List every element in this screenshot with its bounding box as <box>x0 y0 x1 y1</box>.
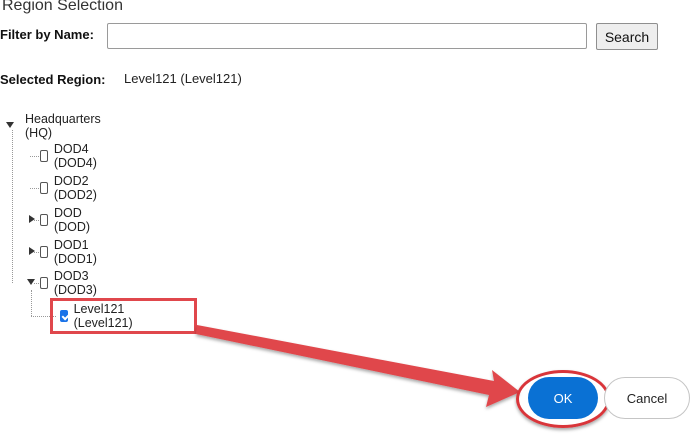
tree-connector <box>34 252 39 253</box>
filter-name-input[interactable] <box>107 23 587 49</box>
dialog-title: Region Selection <box>2 0 123 14</box>
collapsed-triangle-icon[interactable] <box>28 215 36 223</box>
collapsed-triangle-icon[interactable] <box>28 247 36 255</box>
tree-node-label: Level121 (Level121) <box>73 302 133 330</box>
tree-node-dod[interactable]: DOD (DOD) <box>40 206 94 234</box>
checkbox[interactable] <box>40 182 48 194</box>
tree-connector <box>31 316 56 317</box>
cancel-button[interactable]: Cancel <box>604 377 690 419</box>
tree-node-level121[interactable]: Level121 (Level121) <box>60 302 137 330</box>
expanded-triangle-icon[interactable] <box>6 121 14 129</box>
tree-node-dod4[interactable]: DOD4 (DOD4) <box>40 142 101 170</box>
selected-region-label: Selected Region: <box>0 72 106 87</box>
checkbox[interactable] <box>40 214 48 226</box>
checkbox[interactable] <box>40 150 48 162</box>
expanded-triangle-icon[interactable] <box>27 278 35 286</box>
tree-node-dod3[interactable]: DOD3 (DOD3) <box>40 269 101 297</box>
tree-node-dod2[interactable]: DOD2 (DOD2) <box>40 174 101 202</box>
checkbox[interactable] <box>40 246 48 258</box>
tree-node-label: DOD2 (DOD2) <box>53 174 97 202</box>
search-button[interactable]: Search <box>596 23 658 50</box>
annotation-highlight-box <box>50 298 197 334</box>
tree-connector <box>30 156 39 157</box>
tree-node-label: DOD (DOD) <box>53 206 91 234</box>
tree-connector <box>31 290 32 316</box>
tree-connector <box>34 220 39 221</box>
tree-node-root[interactable]: Headquarters (HQ) <box>25 112 101 140</box>
checkbox[interactable] <box>40 277 48 289</box>
tree-connector <box>12 130 13 283</box>
tree-node-label: Headquarters (HQ) <box>25 112 101 140</box>
tree-connector <box>34 283 39 284</box>
tree-node-label: DOD1 (DOD1) <box>53 238 97 266</box>
checkbox-checked[interactable] <box>60 310 68 322</box>
ok-button[interactable]: OK <box>528 377 598 419</box>
filter-label: Filter by Name: <box>0 27 94 42</box>
tree-node-label: DOD3 (DOD3) <box>53 269 97 297</box>
tree-connector <box>30 188 39 189</box>
selected-region-value: Level121 (Level121) <box>124 71 242 86</box>
tree-node-label: DOD4 (DOD4) <box>53 142 97 170</box>
tree-node-dod1[interactable]: DOD1 (DOD1) <box>40 238 101 266</box>
